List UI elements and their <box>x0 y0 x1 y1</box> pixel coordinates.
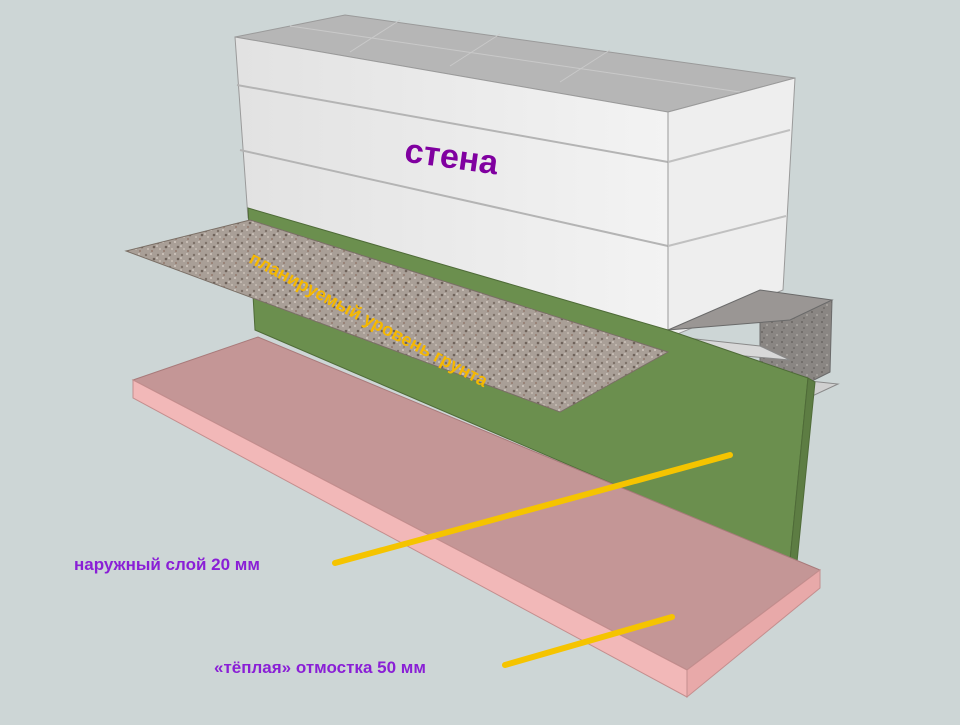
ground-level-plane <box>124 219 670 413</box>
wall-joints <box>236 84 669 247</box>
foundation-block-top <box>667 289 834 331</box>
wall-top-seams <box>289 19 741 93</box>
outer-layer-label: наружный слой 20 мм <box>74 555 260 574</box>
outer-layer-leader-line <box>332 452 733 566</box>
pink-slab-side-edge <box>686 568 821 699</box>
wall-side-joints <box>667 129 791 247</box>
warm-blind-area-label: «тёплая» отмостка 50 мм <box>214 658 426 677</box>
wall-side-face <box>667 77 796 339</box>
blind-area-leader-line <box>502 614 675 668</box>
